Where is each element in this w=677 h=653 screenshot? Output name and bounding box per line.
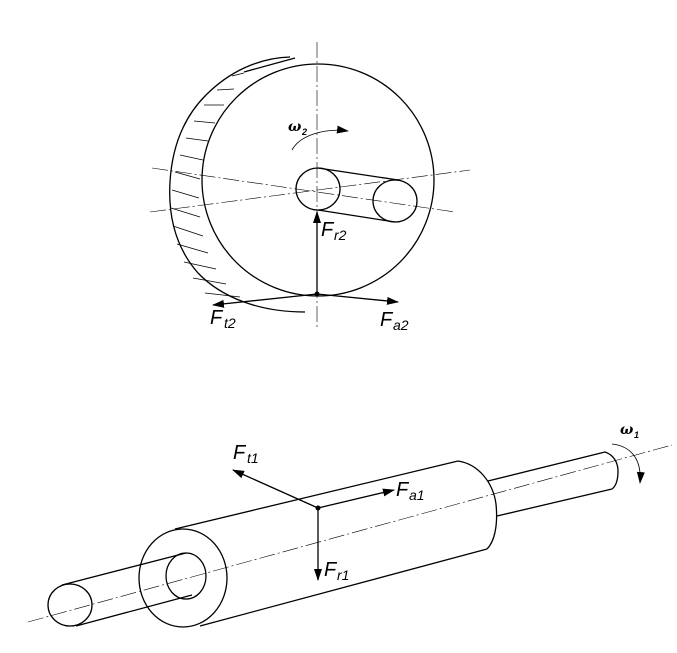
Fa2-label: F: [380, 309, 394, 331]
worm-shaft: ω 1 F t1 F a1 F r1: [27, 422, 673, 628]
Fa2-arrow: [316, 293, 399, 305]
Ft2-label: F: [210, 307, 224, 329]
worm-right-journal: [487, 451, 619, 517]
worm-axis-centerline: [27, 444, 673, 623]
Fr2-label: F: [321, 219, 335, 241]
Fa1-label: F: [396, 479, 410, 501]
Ft2-arrow: [212, 293, 318, 308]
worm-body: [138, 460, 498, 628]
omega1-rotation-arrow: [611, 443, 645, 484]
Ft1-arrow: [232, 469, 319, 509]
svg-text:r2: r2: [334, 227, 347, 243]
svg-text:2: 2: [301, 127, 307, 137]
svg-text:a2: a2: [393, 317, 409, 333]
Fa1-arrow: [317, 488, 395, 509]
omega2-rotation-arrow: [291, 125, 349, 151]
Fr1-label: F: [324, 559, 338, 581]
worm-left-journal: [47, 552, 193, 627]
Ft1-label: F: [233, 442, 247, 464]
wheel-shaft: [295, 167, 418, 223]
wheel-rim-hatching: [170, 72, 245, 298]
svg-text:t1: t1: [247, 450, 259, 466]
wheel-back-face: [169, 56, 306, 313]
svg-text:t2: t2: [224, 315, 236, 331]
omega1-label: ω: [620, 422, 634, 438]
worm-wheel: ω 2 F r2 F t2 F a2: [149, 42, 471, 333]
omega2-label: ω: [288, 119, 302, 135]
svg-text:a1: a1: [409, 487, 425, 503]
svg-text:r1: r1: [337, 567, 349, 583]
svg-text:1: 1: [634, 430, 639, 440]
